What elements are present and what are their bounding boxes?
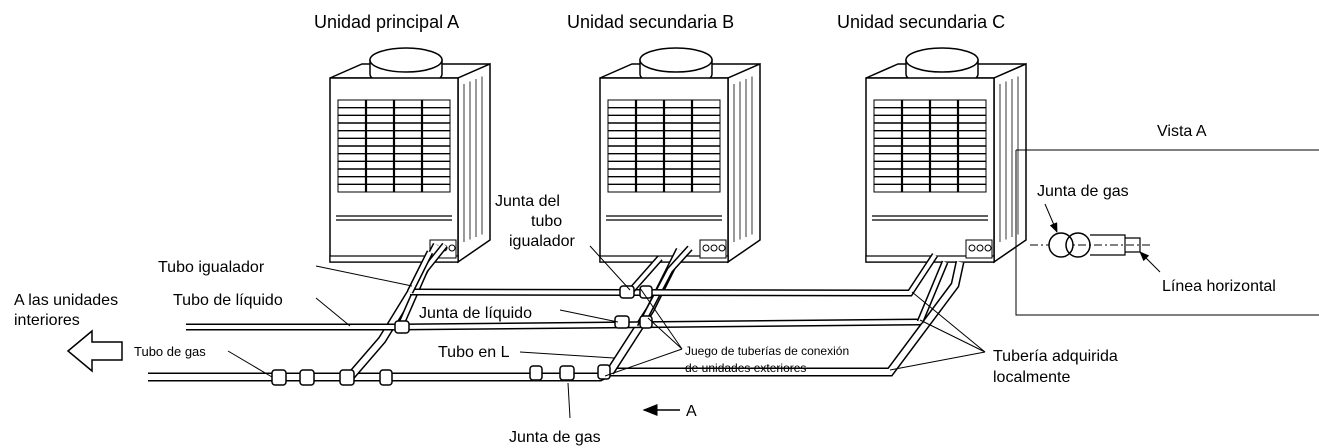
vista-linea-horizontal: Línea horizontal bbox=[1162, 278, 1276, 295]
label-tubo-liquido: Tubo de líquido bbox=[173, 292, 283, 309]
vista-junta-gas: Junta de gas bbox=[1037, 183, 1129, 200]
outdoor-unit-b bbox=[599, 47, 761, 264]
label-juego-2: de unidades exteriores bbox=[685, 361, 806, 375]
label-junta-igualador-1: Junta del bbox=[495, 193, 560, 210]
label-junta-igualador-3: igualador bbox=[509, 233, 576, 250]
vista-a-panel bbox=[1015, 149, 1319, 316]
label-junta-igualador-2: tubo bbox=[531, 213, 562, 230]
label-a-las-unidades: A las unidades bbox=[14, 292, 118, 309]
label-arrow-a: A bbox=[686, 403, 697, 420]
label-juego-1: Juego de tuberías de conexión bbox=[685, 344, 849, 358]
to-indoor-arrow bbox=[66, 329, 123, 373]
labels: Unidad principal A Unidad secundaria B U… bbox=[14, 12, 1276, 446]
label-interiores: interiores bbox=[14, 312, 80, 329]
label-tubo-gas: Tubo de gas bbox=[134, 344, 206, 359]
equalizer-pipe bbox=[406, 250, 938, 297]
unit-c-title: Unidad secundaria C bbox=[837, 12, 1005, 32]
label-junta-gas-bottom: Junta de gas bbox=[509, 429, 601, 446]
leader-lines bbox=[227, 245, 986, 419]
unit-b-title: Unidad secundaria B bbox=[567, 12, 734, 32]
unit-a-title: Unidad principal A bbox=[314, 12, 459, 32]
pipe-network bbox=[148, 242, 965, 386]
label-tuberia-1: Tubería adquirida bbox=[993, 348, 1118, 365]
liquid-pipe bbox=[186, 242, 949, 331]
label-tubo-igualador: Tubo igualador bbox=[158, 259, 265, 276]
outdoor-unit-c bbox=[865, 47, 1027, 264]
pipe-joints bbox=[271, 285, 653, 386]
outdoor-unit-a bbox=[329, 47, 491, 264]
label-junta-liquido: Junta de líquido bbox=[419, 305, 532, 322]
label-tubo-l: Tubo en L bbox=[438, 344, 510, 361]
vista-a-title: Vista A bbox=[1157, 123, 1207, 140]
label-tuberia-2: localmente bbox=[993, 369, 1070, 386]
